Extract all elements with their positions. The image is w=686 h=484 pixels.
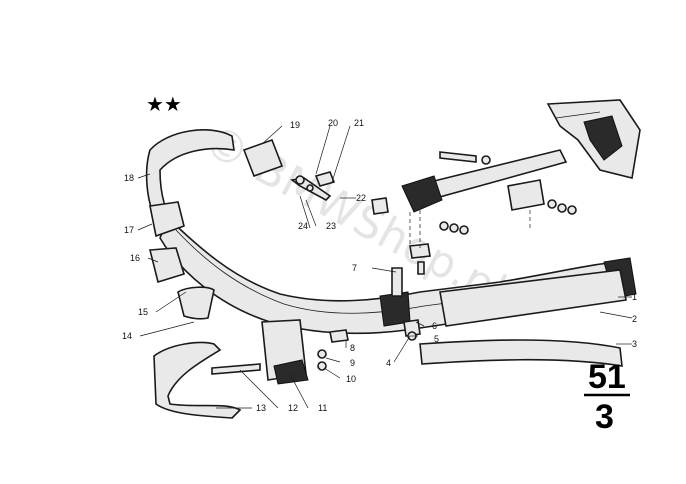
callout-7: 7 (352, 263, 357, 273)
callout-18: 18 (124, 173, 134, 183)
group-number-block: 51 3 (584, 358, 630, 436)
leader-lines (137, 125, 633, 409)
callout-24: 24 (298, 221, 308, 231)
group-number: 51 (588, 358, 626, 396)
callout-10: 10 (346, 374, 356, 384)
callout-4: 4 (386, 358, 391, 368)
callout-1: 1 (632, 292, 637, 302)
callout-12: 12 (288, 403, 298, 413)
callout-5: 5 (434, 334, 439, 344)
star-marker: ★★ (146, 92, 182, 116)
bumper-bracket-arm (401, 149, 577, 275)
callout-20: 20 (328, 118, 338, 128)
callout-13: 13 (256, 403, 266, 413)
callout-3: 3 (632, 339, 637, 349)
callout-9: 9 (350, 358, 355, 368)
callout-21: 21 (354, 118, 364, 128)
callout-19: 19 (290, 120, 300, 130)
callout-15: 15 (138, 307, 148, 317)
bumper-moulding (419, 339, 623, 367)
callout-2: 2 (632, 314, 637, 324)
callout-23: 23 (326, 221, 336, 231)
callout-labels: 1 2 3 4 5 6 7 8 9 10 11 12 13 14 15 16 1… (122, 118, 637, 413)
callout-16: 16 (130, 253, 140, 263)
callout-11: 11 (318, 403, 327, 413)
callout-14: 14 (122, 331, 132, 341)
car-body-corner (546, 99, 641, 179)
subgroup-number: 3 (595, 398, 614, 436)
callout-17: 17 (124, 225, 134, 235)
callout-6: 6 (432, 321, 437, 331)
callout-22: 22 (356, 193, 366, 203)
lower-valance-parts (148, 201, 349, 419)
callout-8: 8 (350, 343, 355, 353)
